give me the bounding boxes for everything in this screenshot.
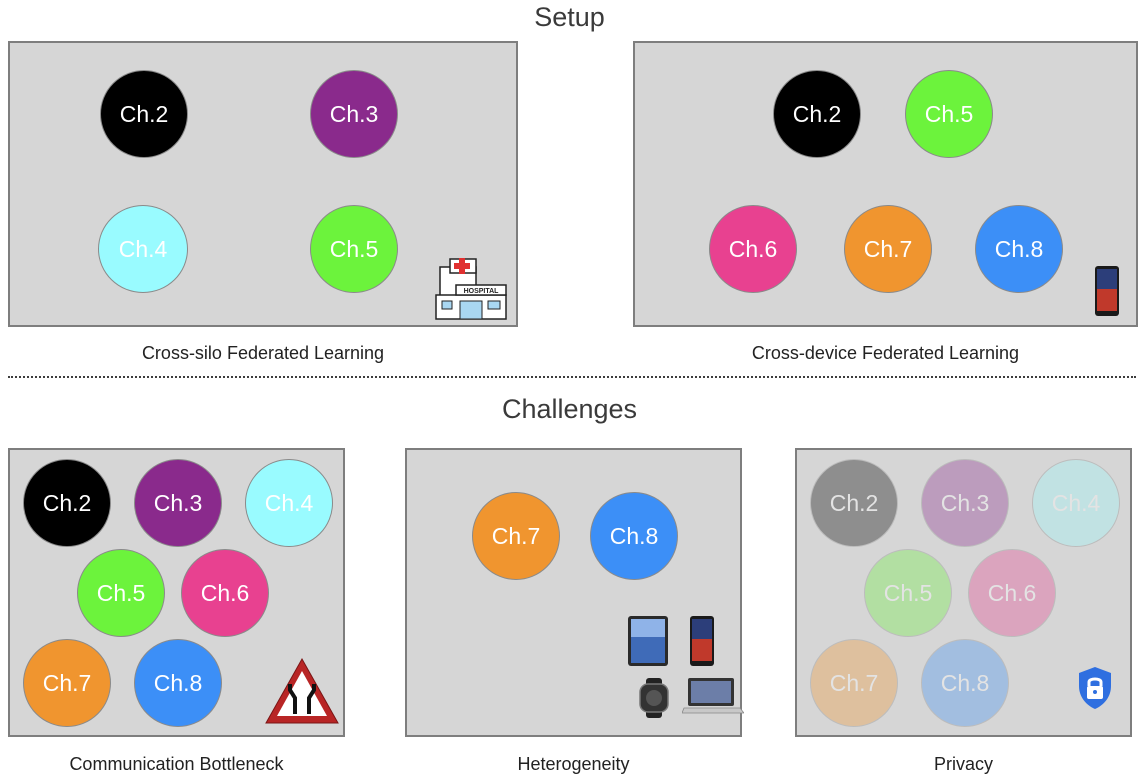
laptop-icon: [682, 678, 744, 714]
chapter-bubble: Ch.5: [864, 549, 952, 637]
heterogeneity-caption: Heterogeneity: [517, 754, 630, 774]
smartphone-icon: [690, 616, 714, 666]
chapter-bubble: Ch.2: [23, 459, 111, 547]
smartwatch-icon: [639, 678, 669, 718]
chapter-bubble: Ch.5: [905, 70, 993, 158]
challenges-heading: Challenges: [501, 394, 638, 424]
chapter-bubble: Ch.7: [844, 205, 932, 293]
chapter-bubble: Ch.8: [134, 639, 222, 727]
hospital-icon: HOSPITAL: [435, 258, 507, 320]
cross-silo-panel: Ch.2 Ch.3 Ch.4 Ch.5 HOSPITAL: [8, 41, 518, 327]
chapter-bubble: Ch.5: [310, 205, 398, 293]
smartphone-icon: [1095, 266, 1119, 316]
section-divider: [8, 376, 1136, 378]
privacy-caption: Privacy: [933, 754, 993, 774]
chapter-bubble: Ch.8: [975, 205, 1063, 293]
chapter-bubble: Ch.7: [472, 492, 560, 580]
privacy-panel: Ch.2 Ch.3 Ch.4 Ch.5 Ch.6 Ch.7 Ch.8: [795, 448, 1132, 737]
road-narrows-warning-icon: [265, 657, 339, 724]
chapter-bubble: Ch.8: [590, 492, 678, 580]
chapter-bubble: Ch.6: [968, 549, 1056, 637]
chapter-bubble: Ch.5: [77, 549, 165, 637]
chapter-bubble: Ch.7: [810, 639, 898, 727]
setup-heading: Setup: [534, 2, 605, 32]
chapter-bubble: Ch.4: [245, 459, 333, 547]
chapter-bubble: Ch.2: [100, 70, 188, 158]
chapter-bubble: Ch.3: [134, 459, 222, 547]
communication-caption: Communication Bottleneck: [69, 754, 284, 774]
svg-text:HOSPITAL: HOSPITAL: [464, 288, 500, 295]
chapter-bubble: Ch.6: [181, 549, 269, 637]
chapter-bubble: Ch.4: [98, 205, 188, 293]
chapter-bubble: Ch.4: [1032, 459, 1120, 547]
chapter-bubble: Ch.2: [810, 459, 898, 547]
chapter-bubble: Ch.6: [709, 205, 797, 293]
chapter-bubble: Ch.3: [921, 459, 1009, 547]
cross-silo-caption: Cross-silo Federated Learning: [141, 343, 385, 363]
chapter-bubble: Ch.2: [773, 70, 861, 158]
tablet-icon: [628, 616, 668, 666]
cross-device-panel: Ch.2 Ch.5 Ch.6 Ch.7 Ch.8: [633, 41, 1138, 327]
heterogeneity-panel: Ch.7 Ch.8: [405, 448, 744, 737]
communication-panel: Ch.2 Ch.3 Ch.4 Ch.5 Ch.6 Ch.7 Ch.8: [8, 448, 345, 737]
cross-device-caption: Cross-device Federated Learning: [751, 343, 1020, 363]
chapter-bubble: Ch.8: [921, 639, 1009, 727]
chapter-bubble: Ch.3: [310, 70, 398, 158]
chapter-bubble: Ch.7: [23, 639, 111, 727]
shield-lock-icon: [1079, 667, 1111, 709]
